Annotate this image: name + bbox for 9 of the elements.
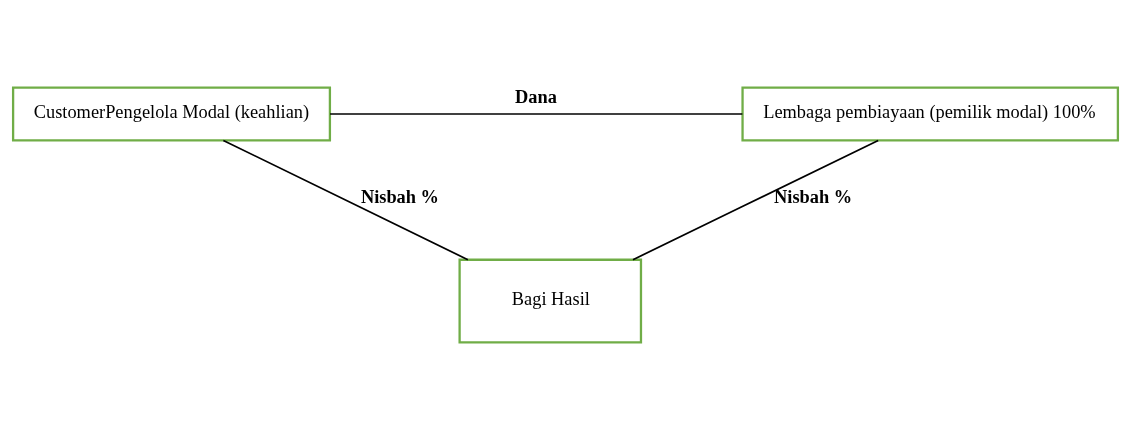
edge-label: Dana — [515, 87, 557, 108]
node-box: CustomerPengelola Modal (keahlian) — [11, 86, 332, 142]
connector — [632, 139, 880, 261]
edge-label: Nisbah % — [360, 187, 439, 208]
edge-label: Nisbah % — [774, 187, 853, 208]
connector — [329, 113, 744, 115]
connector — [222, 139, 469, 261]
node-box: Lembaga pembiayaan (pemilik modal) 100% — [741, 86, 1120, 142]
node-box: Bagi Hasil — [458, 258, 643, 344]
